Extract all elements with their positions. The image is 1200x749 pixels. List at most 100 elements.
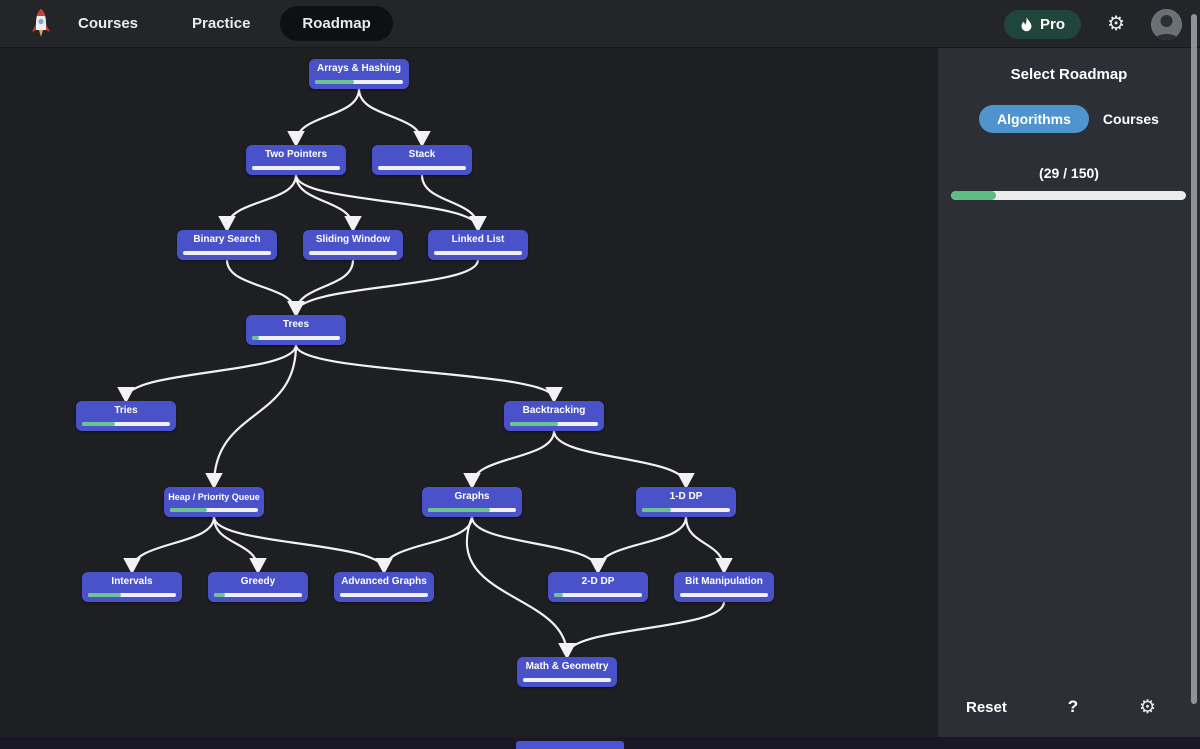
roadmap-node-progress-bar	[183, 251, 271, 255]
edge-linked-list-to-trees	[287, 258, 480, 318]
edge-arrays-hashing-to-stack	[357, 87, 431, 148]
roadmap-node-progress-bar	[214, 593, 302, 597]
roadmap-node-label: Intervals	[111, 576, 153, 587]
roadmap-node-progress-bar	[82, 422, 170, 426]
roadmap-node-label: Linked List	[451, 234, 505, 245]
roadmap-node-label: Sliding Window	[315, 234, 391, 245]
roadmap-node-progress-bar	[434, 251, 522, 255]
edge-stack-to-linked-list	[420, 173, 487, 233]
sidebar-footer: Reset ? ⚙	[938, 689, 1200, 725]
roadmap-type-toggle: Algorithms Courses	[938, 105, 1200, 133]
roadmap-node-label: Backtracking	[522, 405, 586, 416]
roadmap-node-progress-fill	[428, 508, 490, 512]
edge-bit-manipulation-to-math-geometry	[558, 600, 726, 660]
roadmap-node-progress-bar	[309, 251, 397, 255]
roadmap-node-label: 1-D DP	[669, 491, 703, 502]
overall-progress-fill	[951, 191, 997, 200]
edge-heap-pq-to-intervals	[123, 515, 216, 575]
roadmap-node-linked-list[interactable]: Linked List	[428, 230, 528, 260]
roadmap-node-progress-fill	[82, 422, 116, 426]
edge-trees-to-tries	[117, 343, 298, 404]
roadmap-node-label: Stack	[408, 149, 436, 160]
top-navbar: Courses Practice Roadmap Pro ⚙	[0, 0, 1200, 48]
roadmap-node-two-d-dp[interactable]: 2-D DP	[548, 572, 648, 602]
sidebar-settings-gear-icon[interactable]: ⚙	[1138, 696, 1156, 718]
nav-item-roadmap[interactable]: Roadmap	[280, 6, 393, 41]
roadmap-node-bit-manipulation[interactable]: Bit Manipulation	[674, 572, 774, 602]
roadmap-node-label: Graphs	[454, 491, 490, 502]
roadmap-node-label: Binary Search	[193, 234, 261, 245]
overall-progress-bar	[951, 191, 1186, 200]
navbar-right: Pro ⚙	[1004, 0, 1182, 48]
roadmap-node-label: Advanced Graphs	[341, 576, 427, 587]
roadmap-node-progress-fill	[642, 508, 672, 512]
roadmap-node-partial[interactable]	[516, 741, 624, 749]
roadmap-node-progress-bar	[252, 336, 340, 340]
edge-heap-pq-to-greedy	[212, 515, 267, 575]
nav-item-courses[interactable]: Courses	[78, 15, 139, 32]
roadmap-node-progress-bar	[88, 593, 176, 597]
roadmap-node-progress-fill	[170, 508, 207, 512]
edge-graphs-to-advanced-graphs	[375, 515, 474, 575]
roadmap-node-graphs[interactable]: Graphs	[422, 487, 522, 517]
roadmap-node-progress-bar	[642, 508, 730, 512]
roadmap-node-trees[interactable]: Trees	[246, 315, 346, 345]
roadmap-node-binary-search[interactable]: Binary Search	[177, 230, 277, 260]
roadmap-node-progress-bar	[170, 508, 258, 512]
roadmap-node-progress-bar	[315, 80, 403, 84]
roadmap-node-math-geometry[interactable]: Math & Geometry	[517, 657, 617, 687]
roadmap-node-progress-fill	[88, 593, 122, 597]
page-scrollbar[interactable]	[1191, 14, 1197, 704]
edge-graphs-to-math-geometry	[465, 515, 576, 660]
roadmap-node-stack[interactable]: Stack	[372, 145, 472, 175]
roadmap-node-progress-fill	[252, 336, 260, 340]
roadmap-node-two-pointers[interactable]: Two Pointers	[246, 145, 346, 175]
roadmap-node-advanced-graphs[interactable]: Advanced Graphs	[334, 572, 434, 602]
roadmap-node-label: Two Pointers	[264, 149, 328, 160]
edge-arrays-hashing-to-two-pointers	[287, 87, 361, 148]
edge-heap-pq-to-advanced-graphs	[212, 515, 393, 575]
roadmap-node-label: Math & Geometry	[525, 661, 609, 672]
roadmap-node-progress-fill	[510, 422, 559, 426]
roadmap-node-progress-bar	[428, 508, 516, 512]
rocket-logo-icon[interactable]	[30, 8, 52, 40]
roadmap-node-progress-fill	[214, 593, 226, 597]
roadmap-node-progress-bar	[680, 593, 768, 597]
settings-gear-icon[interactable]: ⚙	[1107, 13, 1125, 35]
progress-count-label: (29 / 150)	[1039, 165, 1099, 181]
roadmap-node-progress-bar	[252, 166, 340, 170]
roadmap-node-label: Greedy	[240, 576, 276, 587]
roadmap-node-intervals[interactable]: Intervals	[82, 572, 182, 602]
roadmap-node-progress-bar	[340, 593, 428, 597]
edge-trees-to-heap-pq	[205, 343, 298, 490]
nav-item-practice[interactable]: Practice	[192, 15, 251, 32]
toggle-option-courses[interactable]: Courses	[1102, 111, 1159, 127]
roadmap-node-greedy[interactable]: Greedy	[208, 572, 308, 602]
roadmap-node-label: 2-D DP	[581, 576, 615, 587]
roadmap-edges	[117, 87, 733, 660]
help-icon[interactable]: ?	[1067, 697, 1079, 716]
edge-backtracking-to-graphs	[463, 429, 556, 490]
roadmap-node-heap-pq[interactable]: Heap / Priority Queue	[164, 487, 264, 517]
edge-graphs-to-two-d-dp	[470, 515, 607, 575]
edge-backtracking-to-one-d-dp	[552, 429, 695, 490]
roadmap-node-label: Tries	[114, 405, 138, 416]
roadmap-node-tries[interactable]: Tries	[76, 401, 176, 431]
pro-button[interactable]: Pro	[1004, 9, 1082, 39]
roadmap-node-label: Heap / Priority Queue	[168, 492, 260, 502]
reset-button[interactable]: Reset	[966, 698, 1007, 716]
roadmap-node-label: Trees	[282, 319, 310, 330]
roadmap-node-sliding-window[interactable]: Sliding Window	[303, 230, 403, 260]
toggle-option-algorithms[interactable]: Algorithms	[979, 105, 1089, 133]
roadmap-node-one-d-dp[interactable]: 1-D DP	[636, 487, 736, 517]
flame-icon	[1021, 16, 1032, 31]
edge-two-pointers-to-sliding-window	[294, 173, 362, 233]
edge-sliding-window-to-trees	[287, 258, 355, 318]
roadmap-node-backtracking[interactable]: Backtracking	[504, 401, 604, 431]
roadmap-node-label: Arrays & Hashing	[317, 63, 401, 74]
roadmap-node-arrays-hashing[interactable]: Arrays & Hashing	[309, 59, 409, 89]
avatar[interactable]	[1151, 8, 1182, 40]
sidebar-title: Select Roadmap	[1010, 66, 1128, 83]
